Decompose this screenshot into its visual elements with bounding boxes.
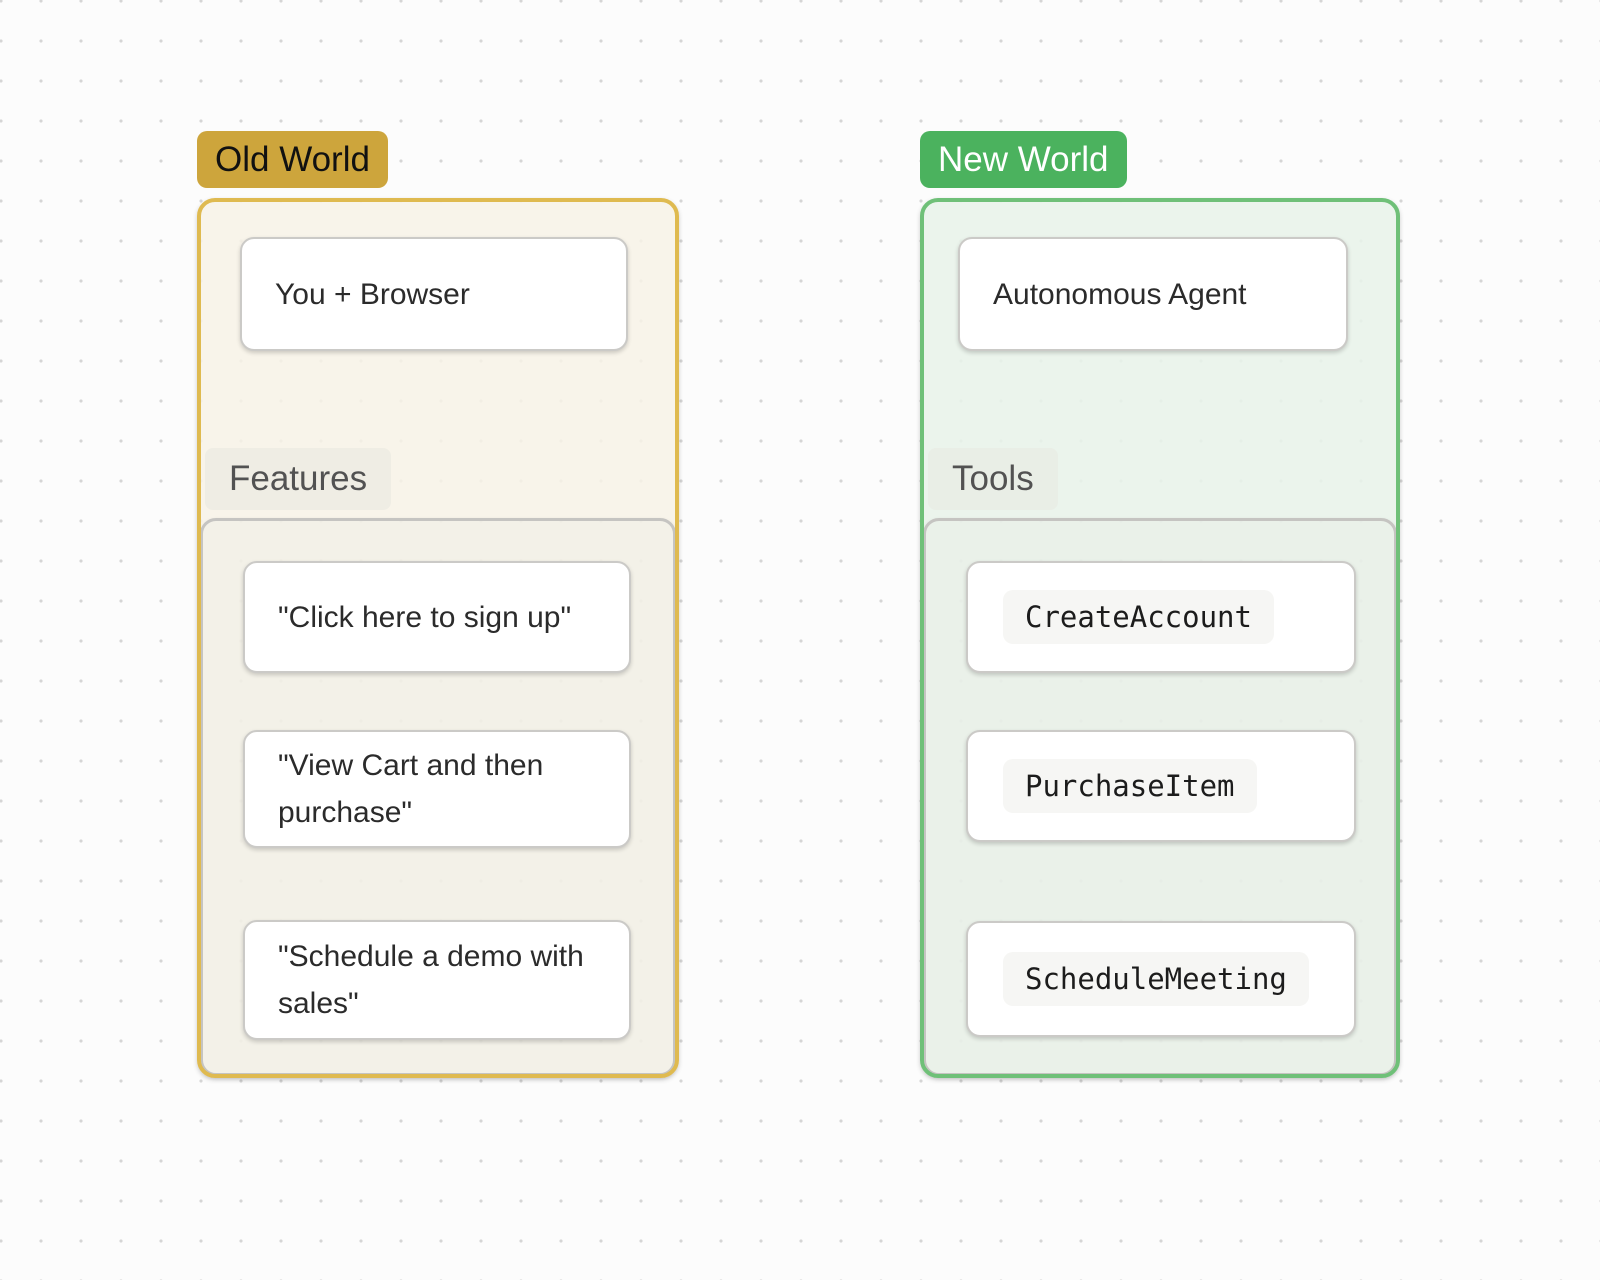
features-group-label[interactable]: Features — [205, 448, 392, 510]
tool-card-purchase-item[interactable]: PurchaseItem — [966, 730, 1356, 842]
old-world-frame-label[interactable]: Old World — [197, 131, 388, 188]
tool-card-label: ScheduleMeeting — [1003, 952, 1309, 1006]
old-world-frame[interactable]: You + Browser Features "Click here to si… — [197, 198, 679, 1078]
feature-card-label: "Click here to sign up" — [278, 600, 572, 634]
autonomous-agent-node[interactable]: Autonomous Agent — [958, 237, 1348, 351]
you-browser-node-label: You + Browser — [275, 277, 470, 311]
tool-card-schedule-meeting[interactable]: ScheduleMeeting — [966, 921, 1356, 1037]
features-group-frame[interactable]: "Click here to sign up" "View Cart and t… — [200, 518, 676, 1076]
new-world-frame-label[interactable]: New World — [920, 131, 1127, 188]
feature-card-label: "Schedule a demo with sales" — [278, 940, 584, 1020]
feature-card-label: "View Cart and then purchase" — [278, 749, 544, 829]
tool-card-create-account[interactable]: CreateAccount — [966, 561, 1356, 673]
tools-group-frame[interactable]: CreateAccount PurchaseItem ScheduleMeeti… — [923, 518, 1397, 1076]
you-browser-node[interactable]: You + Browser — [240, 237, 628, 351]
feature-card-sign-up[interactable]: "Click here to sign up" — [243, 561, 631, 673]
tools-group-label[interactable]: Tools — [928, 448, 1058, 510]
tool-card-label: CreateAccount — [1003, 590, 1274, 644]
tool-card-label: PurchaseItem — [1003, 759, 1257, 813]
new-world-frame[interactable]: Autonomous Agent Tools CreateAccount Pur… — [920, 198, 1400, 1078]
feature-card-view-cart[interactable]: "View Cart and then purchase" — [243, 730, 631, 848]
feature-card-schedule-demo[interactable]: "Schedule a demo with sales" — [243, 920, 631, 1040]
autonomous-agent-node-label: Autonomous Agent — [993, 277, 1247, 311]
